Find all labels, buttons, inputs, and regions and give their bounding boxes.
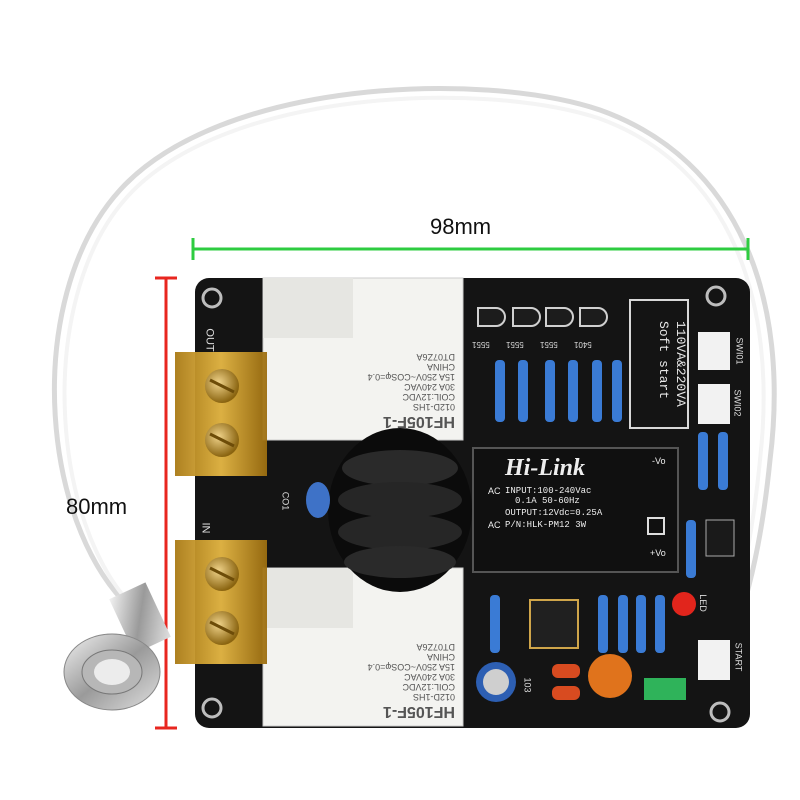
module-brand: Hi-Link [505, 455, 586, 481]
label-swi01: SWI01 [734, 337, 745, 365]
module-label: Hi-Link INPUT:100-240Vac 0.1A 50-60Hz OU… [505, 455, 645, 530]
relay-model: HF105F-1 [382, 703, 455, 720]
relay-spec-line: COIL:12VDC [402, 392, 455, 402]
relay-spec-line: DT07Z6A [416, 352, 455, 362]
capacitor-red [552, 664, 580, 678]
relay-spec-line: 012D-1HS [412, 692, 455, 702]
resistor-array [490, 360, 728, 653]
relay-spec-line: 30A 240VAC [404, 382, 455, 392]
label-ic: 103 [522, 677, 533, 693]
cable [62, 95, 766, 662]
electrolytic-capacitor-orange [588, 654, 632, 698]
cable [51, 86, 777, 662]
relay-spec-line: 30A 240VAC [404, 672, 455, 682]
relay-spec-line: COIL:12VDC [402, 682, 455, 692]
metal-push-button [63, 582, 171, 711]
transistor-label: 5551 [506, 340, 524, 349]
pin-ac-2: AC [488, 520, 501, 530]
module-pn: P/N:HLK-PM12 3W [505, 520, 587, 530]
capacitor-red [552, 686, 580, 700]
toroid-inductor [328, 428, 472, 592]
height-label: 80mm [66, 494, 128, 519]
board-title: 110VA&220VA Soft start [631, 321, 689, 449]
ptc-green [644, 678, 686, 700]
pin-vo-neg: -Vo [652, 456, 666, 466]
width-dimension [191, 238, 750, 260]
led [672, 592, 696, 616]
title-box [629, 299, 689, 429]
relay-bottom-label: HF105F-1 012D-1HS COIL:12VDC 30A 240VAC … [275, 580, 455, 720]
pin-vo-pos: +Vo [650, 548, 666, 558]
relay-top [262, 277, 464, 441]
transistor-label: 5401 [574, 340, 592, 349]
hi-link-module [472, 447, 679, 573]
optocoupler [705, 519, 735, 557]
relay-spec-line: CHINA [426, 652, 455, 662]
mounting-holes [201, 285, 731, 723]
relay-spec-line: 15A 250V~COSφ=0.4 [367, 372, 455, 382]
label-co1: CO1 [280, 491, 291, 511]
connector-start [698, 640, 730, 680]
label-out: OUT [203, 328, 216, 352]
terminal-block-top [175, 352, 267, 476]
connector-swi01 [698, 332, 730, 370]
relay-spec-line: 15A 250V~COSφ=0.4 [367, 662, 455, 672]
label-in: IN [199, 522, 212, 534]
transistors [477, 307, 608, 327]
height-dimension [155, 276, 177, 730]
relay-spec-line: CHINA [426, 362, 455, 372]
label-led: LED [697, 594, 708, 612]
transistor-label: 5551 [540, 340, 558, 349]
pin-ac-1: AC [488, 486, 501, 496]
label-swi02: SWI02 [732, 389, 743, 417]
label-start: START [733, 642, 744, 672]
capacitor-top [483, 669, 509, 695]
module-output: OUTPUT:12Vdc=0.25A [505, 508, 603, 518]
module-input: INPUT:100-240Vac [505, 486, 592, 496]
capacitor-co1 [306, 482, 330, 518]
relay-spec-line: DT07Z6A [416, 642, 455, 652]
relay-spec-line: 012D-1HS [412, 402, 455, 412]
width-label: 98mm [430, 214, 492, 239]
ic-chip [529, 599, 579, 649]
transistor-label: 5551 [472, 340, 490, 349]
relay-bottom [262, 567, 464, 727]
board-title-line: Soft start [656, 321, 671, 400]
module-input2: 0.1A 50-60Hz [515, 496, 580, 506]
connector-swi02 [698, 384, 730, 424]
relay-model: HF105F-1 [382, 413, 455, 430]
board-title-line: 110VA&220VA [673, 321, 688, 407]
terminal-block-bottom [175, 540, 267, 664]
relay-top-label: HF105F-1 012D-1HS COIL:12VDC 30A 240VAC … [275, 290, 455, 430]
